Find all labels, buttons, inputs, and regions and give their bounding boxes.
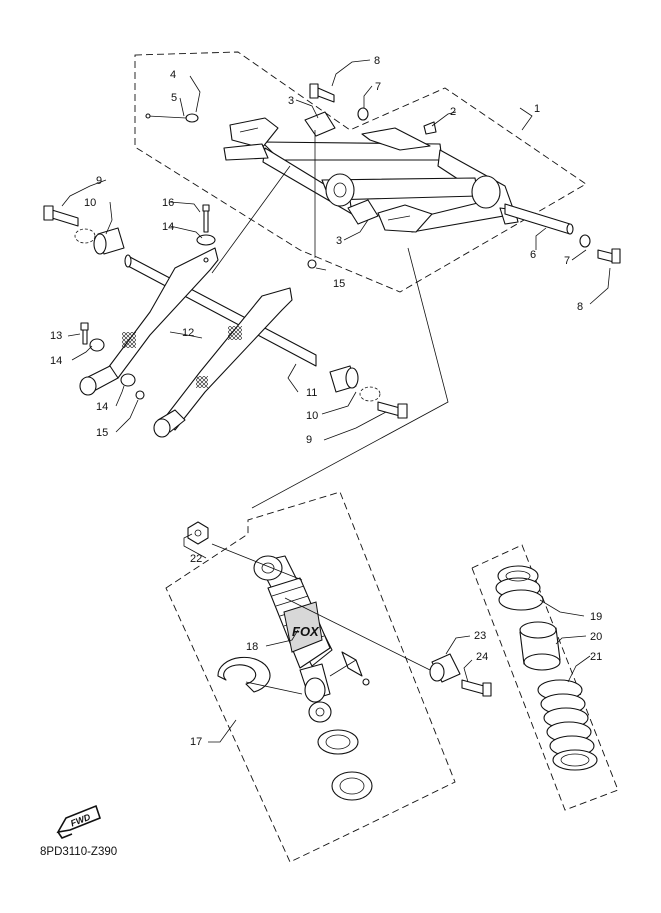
callout-10b: 10 bbox=[306, 410, 318, 422]
callout-18: 18 bbox=[246, 641, 258, 653]
nut-part-22 bbox=[187, 521, 209, 545]
pad-part-3-upper bbox=[304, 111, 336, 137]
grease-nipple-part-2 bbox=[423, 121, 437, 135]
bolt-part-8-right bbox=[597, 248, 621, 264]
spring-seat-part-20 bbox=[519, 621, 561, 671]
nut-part-15-top bbox=[307, 259, 317, 269]
callout-leaders bbox=[61, 59, 611, 743]
spring-part-21 bbox=[537, 679, 598, 771]
shock-absorber-part-18: FOX bbox=[253, 555, 370, 723]
callout-7b: 7 bbox=[375, 81, 381, 93]
bushing-part-10-right bbox=[329, 365, 359, 393]
relay-arm-right bbox=[153, 287, 293, 438]
part-code: 8PD3110-Z390 bbox=[40, 846, 117, 858]
washer-part-7-left bbox=[357, 107, 369, 121]
callout-24: 24 bbox=[476, 651, 488, 663]
callout-1: 1 bbox=[534, 103, 540, 115]
relay-arm-left bbox=[79, 247, 219, 396]
bushing-part-10-left bbox=[93, 227, 125, 255]
connector-lines bbox=[211, 130, 449, 695]
fwd-arrow-icon: FWD bbox=[56, 804, 101, 839]
callout-22: 22 bbox=[190, 553, 202, 565]
washer-part-7-right bbox=[579, 234, 591, 248]
callout-19: 19 bbox=[590, 611, 602, 623]
callout-16: 16 bbox=[162, 197, 174, 209]
seal-left bbox=[74, 228, 96, 244]
swingarm-boundary bbox=[134, 51, 587, 293]
callout-8a: 8 bbox=[577, 301, 583, 313]
callout-12: 12 bbox=[182, 327, 194, 339]
callout-17: 17 bbox=[190, 736, 202, 748]
callout-7a: 7 bbox=[564, 255, 570, 267]
callout-10a: 10 bbox=[84, 197, 96, 209]
pad-part-3-lower bbox=[347, 199, 379, 225]
washer-part-14-top bbox=[196, 234, 216, 246]
shock-assembly-group: FOX bbox=[165, 491, 492, 863]
bolt-part-9-left bbox=[43, 205, 79, 227]
bolt-part-13 bbox=[80, 322, 89, 345]
spring-set-group bbox=[471, 544, 619, 811]
callout-2: 2 bbox=[450, 106, 456, 118]
spring-boundary bbox=[471, 544, 619, 811]
callout-13: 13 bbox=[50, 330, 62, 342]
callout-15a: 15 bbox=[333, 278, 345, 290]
callout-11: 11 bbox=[306, 387, 317, 399]
swingarm bbox=[223, 117, 519, 233]
callout-15b: 15 bbox=[96, 427, 108, 439]
callout-14b: 14 bbox=[50, 355, 62, 367]
clip-part-4 bbox=[185, 113, 199, 123]
bolt-part-24 bbox=[461, 679, 492, 697]
bolt-part-8-left bbox=[309, 83, 335, 103]
callout-20: 20 bbox=[590, 631, 602, 643]
pivot-shaft-part-6 bbox=[504, 203, 574, 235]
spring-part-19 bbox=[495, 565, 544, 611]
svg-text:FOX: FOX bbox=[292, 624, 320, 639]
washer-part-14-mid bbox=[89, 338, 105, 352]
callout-3b: 3 bbox=[336, 235, 342, 247]
callout-9b: 9 bbox=[306, 434, 312, 446]
callout-9a: 9 bbox=[96, 175, 102, 187]
shock-boundary bbox=[165, 491, 456, 863]
bolt-part-9-right bbox=[377, 401, 408, 419]
snap-ring bbox=[217, 656, 271, 693]
callout-5: 5 bbox=[171, 92, 177, 104]
bolt-part-16 bbox=[202, 204, 210, 233]
collar-part-23 bbox=[429, 653, 461, 683]
callout-21: 21 bbox=[590, 651, 602, 663]
callout-14a: 14 bbox=[162, 221, 174, 233]
callout-23: 23 bbox=[474, 630, 486, 642]
callout-3a: 3 bbox=[288, 95, 294, 107]
swingarm-assembly-group bbox=[134, 51, 621, 293]
spring-seat-lower bbox=[331, 771, 373, 801]
seal-right bbox=[359, 386, 381, 402]
spring-seat-upper bbox=[317, 729, 359, 755]
pin-part-5 bbox=[147, 115, 187, 119]
nut-part-15-low bbox=[135, 390, 145, 400]
callout-14c: 14 bbox=[96, 401, 108, 413]
callout-8b: 8 bbox=[374, 55, 380, 67]
callout-6: 6 bbox=[530, 249, 536, 261]
callout-labels: 1 2 3 3 4 5 6 7 7 8 8 9 9 10 10 11 12 13… bbox=[50, 55, 602, 748]
washer-part-14-low bbox=[120, 373, 136, 387]
relay-arm-assembly-group bbox=[43, 204, 408, 438]
callout-4: 4 bbox=[170, 69, 176, 81]
